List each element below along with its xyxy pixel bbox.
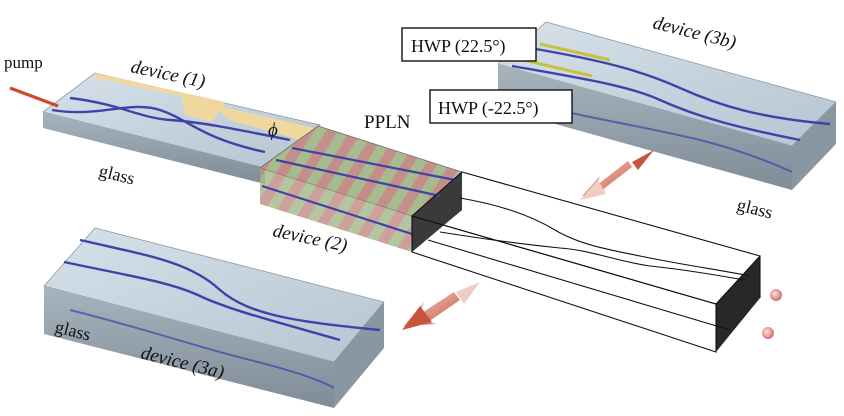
- device-3a-front-face: [44, 286, 334, 408]
- device-3b-waveguide-b: [511, 64, 801, 142]
- device-1-phase-heater: [210, 104, 315, 140]
- device-2-ppln: [259, 125, 463, 252]
- hwp-top-box: [401, 27, 537, 62]
- hwp-plate-bottom: [523, 58, 593, 78]
- output-waveguide-2: [439, 231, 746, 281]
- output-chip-end-face: [716, 256, 760, 352]
- double-arrow-icon: [580, 150, 654, 200]
- photon-1: [770, 289, 782, 301]
- device-1-heater-pad: [95, 73, 225, 122]
- hwp-top-text: HWP (22.5°): [411, 36, 506, 57]
- device-3b-waveguide-a: [529, 46, 831, 126]
- label-glass-right: glass: [735, 194, 775, 222]
- label-ppln: PPLN: [364, 112, 411, 133]
- hwp-top-label: HWP (22.5°): [401, 27, 537, 62]
- hwp-bottom-box: [429, 89, 573, 124]
- device-1-front-face: [43, 112, 265, 184]
- output-chip-front: [411, 215, 717, 353]
- label-pump: pump: [4, 53, 43, 72]
- ppln-waveguide-3: [261, 184, 413, 236]
- double-arrow-icon: [402, 282, 480, 330]
- output-chip-outline: [410, 171, 762, 353]
- arrow-right-head-up: [632, 150, 654, 170]
- device-1-waveguide-a: [51, 105, 266, 154]
- photon-2: [762, 327, 774, 339]
- device-3a-waveguide-b: [63, 260, 341, 342]
- ppln-waveguide-2: [291, 146, 456, 182]
- hwp-plate-top: [539, 42, 611, 62]
- device-3a-chip: [43, 227, 385, 408]
- ppln-waveguide-1: [275, 158, 441, 198]
- hwp-bottom-label: HWP (-22.5°): [429, 89, 573, 124]
- label-glass-left: glass: [97, 160, 137, 188]
- label-device-3b: device (3b): [651, 12, 738, 53]
- device-1-waveguide-b: [69, 96, 291, 142]
- label-phi: ϕ: [268, 120, 278, 141]
- pump-beam: [9, 86, 59, 108]
- ppln-end-face: [412, 172, 462, 252]
- device-3a-waveguide-c: [69, 309, 335, 389]
- output-waveguide-1: [459, 197, 751, 277]
- arrow-right-head-down: [580, 180, 606, 200]
- arrow-left-head-up: [456, 282, 480, 304]
- arrow-left-head-down: [402, 306, 432, 330]
- device-1-chip: [42, 72, 321, 184]
- output-waveguide-3: [427, 239, 731, 331]
- photon-pair-icon: [762, 289, 782, 339]
- hwp-bottom-text: HWP (-22.5°): [438, 98, 539, 119]
- device-3b-waveguide-c: [509, 99, 793, 173]
- device-3a-waveguide-a: [79, 238, 381, 332]
